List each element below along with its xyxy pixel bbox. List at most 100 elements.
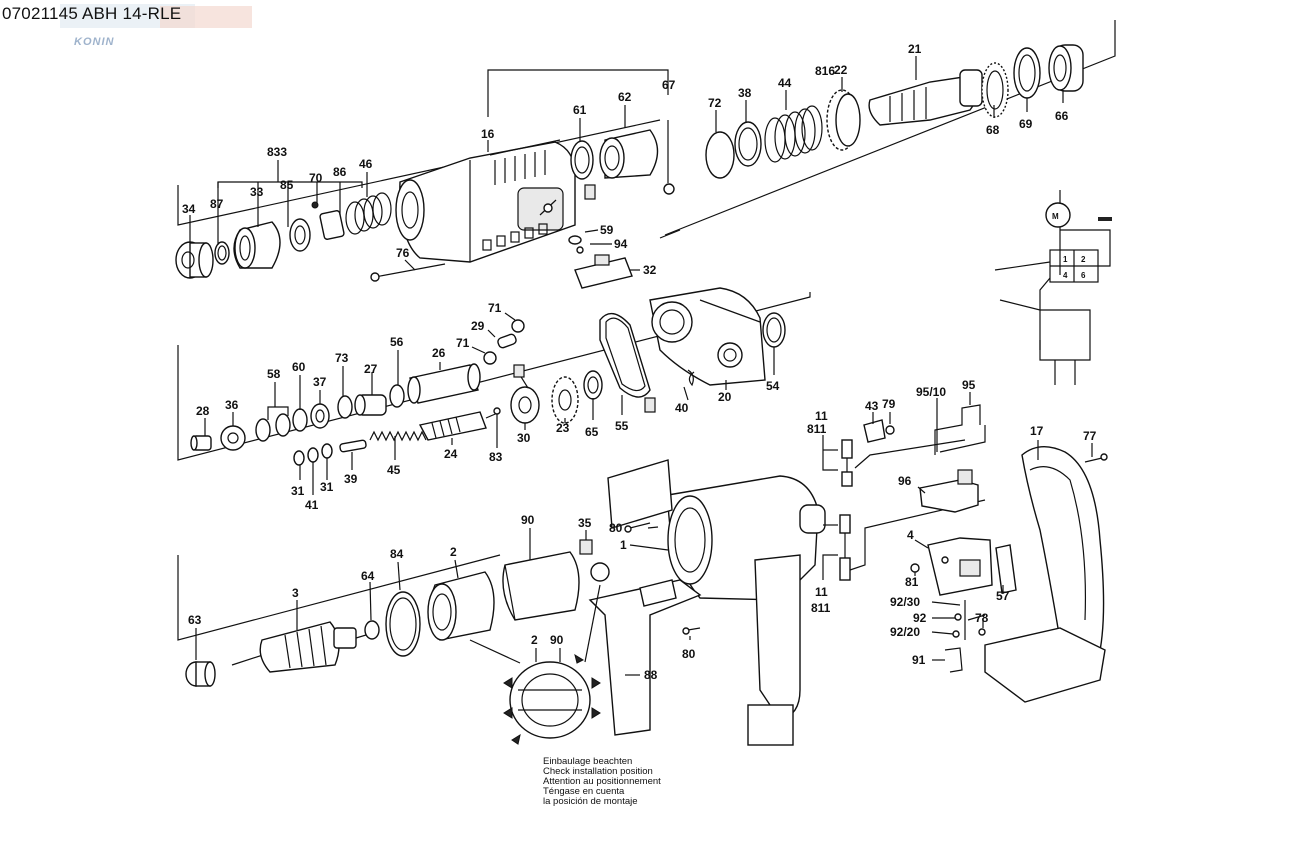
part-87-ring bbox=[214, 241, 230, 265]
part-41 bbox=[307, 447, 319, 463]
part-71b bbox=[483, 351, 497, 365]
part-46-spring bbox=[345, 192, 392, 235]
label-811a: 811 bbox=[807, 422, 827, 436]
label-66: 66 bbox=[1055, 109, 1069, 123]
part-17-handle bbox=[984, 446, 1106, 703]
part-24-shaft bbox=[418, 411, 501, 441]
label-45: 45 bbox=[387, 463, 401, 477]
label-58: 58 bbox=[267, 367, 281, 381]
part-81-screw bbox=[910, 563, 920, 573]
label-95-10: 95/10 bbox=[916, 385, 946, 399]
label-90-detail: 90 bbox=[550, 633, 564, 647]
part-23-gear bbox=[551, 376, 579, 424]
label-29: 29 bbox=[471, 319, 485, 333]
part-59-ring bbox=[568, 235, 582, 245]
motor-symbol bbox=[1045, 202, 1071, 228]
part-64-bearing bbox=[364, 620, 380, 640]
label-86: 86 bbox=[333, 165, 347, 179]
label-39: 39 bbox=[344, 472, 358, 486]
logo: KONIN bbox=[60, 4, 252, 48]
label-43: 43 bbox=[865, 399, 879, 413]
middle-assembly bbox=[190, 287, 786, 466]
label-31b: 31 bbox=[320, 480, 334, 494]
label-57: 57 bbox=[996, 589, 1010, 603]
part-76-screw bbox=[370, 263, 446, 282]
part-80b-screw bbox=[687, 627, 701, 631]
label-23: 23 bbox=[556, 421, 570, 435]
note-line-de: Einbaulage beachten bbox=[543, 756, 632, 767]
label-17: 17 bbox=[1030, 424, 1044, 438]
part-29 bbox=[497, 333, 517, 349]
part-94-pin bbox=[576, 246, 584, 254]
label-70: 70 bbox=[309, 171, 323, 185]
part-88-cover bbox=[588, 579, 702, 736]
part-86-ring bbox=[319, 210, 345, 240]
part-80a-screw bbox=[629, 522, 651, 529]
part-63-fan bbox=[185, 661, 216, 687]
part-36 bbox=[220, 425, 246, 451]
label-80a: 80 bbox=[609, 521, 623, 535]
label-78: 78 bbox=[975, 611, 989, 625]
part-31b bbox=[321, 443, 333, 459]
part-32-slider bbox=[574, 254, 633, 289]
label-38: 38 bbox=[738, 86, 752, 100]
label-73: 73 bbox=[335, 351, 349, 365]
part-4-switch-module bbox=[927, 537, 993, 596]
part-73 bbox=[337, 395, 353, 419]
label-63: 63 bbox=[188, 613, 202, 627]
label-36: 36 bbox=[225, 398, 239, 412]
top-assembly bbox=[175, 44, 1084, 289]
label-62: 62 bbox=[618, 90, 632, 104]
part-20-housing bbox=[649, 287, 766, 386]
part-72-clip bbox=[705, 131, 735, 179]
wiring-pin-2: 2 bbox=[1081, 255, 1086, 264]
wiring-resistor bbox=[1098, 217, 1112, 221]
part-45-spring bbox=[369, 430, 427, 442]
label-61: 61 bbox=[573, 103, 587, 117]
wiring-pin-4: 4 bbox=[1063, 271, 1068, 280]
label-35: 35 bbox=[578, 516, 592, 530]
label-31a: 31 bbox=[291, 484, 305, 498]
part-44-spring bbox=[764, 105, 823, 163]
part-43-79 bbox=[863, 419, 895, 443]
installation-note: Einbaulage beachten Check installation p… bbox=[543, 756, 661, 807]
label-811b: 811 bbox=[811, 601, 831, 615]
label-34: 34 bbox=[182, 202, 196, 216]
page-title: 07021145 ABH 14-RLE bbox=[2, 4, 182, 23]
part-95-wires bbox=[934, 404, 986, 455]
label-96: 96 bbox=[898, 474, 912, 488]
part-11-brush-upper bbox=[841, 439, 966, 487]
orientation-detail bbox=[469, 584, 601, 745]
part-34-cap bbox=[175, 241, 214, 279]
label-4: 4 bbox=[907, 528, 914, 542]
label-11b: 11 bbox=[815, 585, 828, 599]
label-816: 816 bbox=[815, 64, 835, 78]
part-90-insert bbox=[502, 551, 580, 621]
part-71a bbox=[511, 319, 525, 333]
part-1-motor-housing bbox=[667, 475, 826, 746]
note-line-es1: Téngase en cuenta bbox=[543, 786, 625, 797]
label-26: 26 bbox=[432, 346, 446, 360]
label-11a: 11 bbox=[815, 409, 828, 423]
label-72: 72 bbox=[708, 96, 722, 110]
part-16-gear-housing bbox=[395, 139, 576, 263]
label-83: 83 bbox=[489, 450, 503, 464]
wiring-diagram: M 1 2 4 6 bbox=[994, 190, 1112, 385]
label-64: 64 bbox=[361, 569, 375, 583]
label-37: 37 bbox=[313, 375, 327, 389]
label-81: 81 bbox=[905, 575, 919, 589]
label-3: 3 bbox=[292, 586, 299, 600]
part-33-sleeve bbox=[233, 221, 281, 269]
part-28 bbox=[190, 435, 212, 451]
label-80b: 80 bbox=[682, 647, 696, 661]
part-68-ring bbox=[981, 62, 1009, 118]
label-55: 55 bbox=[615, 419, 629, 433]
label-92-30: 92/30 bbox=[890, 595, 920, 609]
label-77: 77 bbox=[1083, 429, 1097, 443]
label-84: 84 bbox=[390, 547, 404, 561]
label-59: 59 bbox=[600, 223, 614, 237]
label-95: 95 bbox=[962, 378, 976, 392]
part-56 bbox=[389, 384, 405, 408]
part-92-91-78 bbox=[944, 600, 986, 673]
label-68: 68 bbox=[986, 123, 1000, 137]
